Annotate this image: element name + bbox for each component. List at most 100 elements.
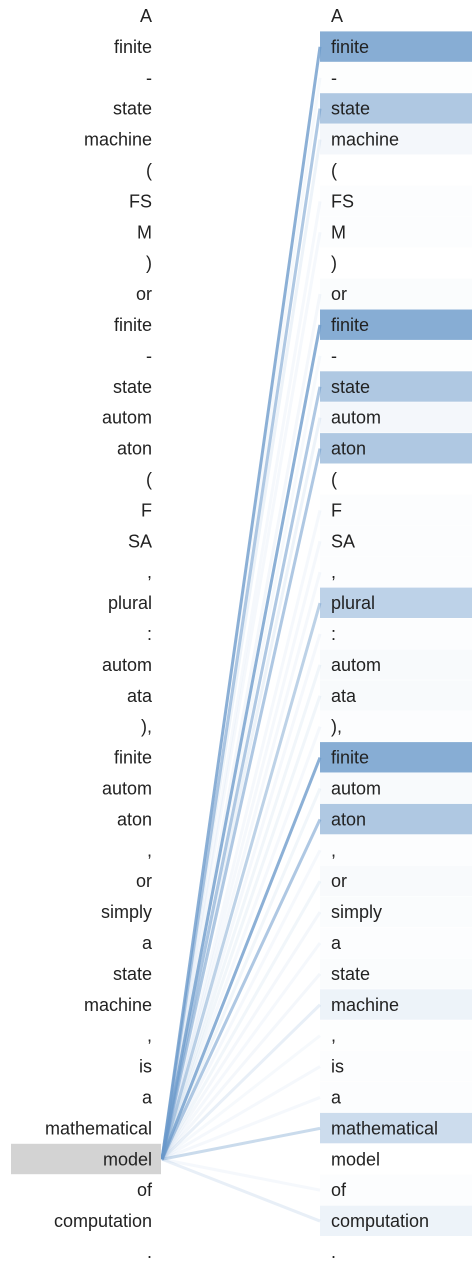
target-token[interactable]: autom: [331, 655, 381, 675]
target-token[interactable]: of: [331, 1180, 347, 1200]
source-token[interactable]: computation: [54, 1211, 152, 1231]
source-token[interactable]: simply: [101, 902, 152, 922]
source-token[interactable]: ,: [147, 562, 152, 582]
target-token[interactable]: ,: [331, 840, 336, 860]
target-token[interactable]: machine: [331, 995, 399, 1015]
source-token[interactable]: aton: [117, 439, 152, 459]
target-token[interactable]: state: [331, 964, 370, 984]
source-token[interactable]: ): [146, 253, 152, 273]
target-token[interactable]: autom: [331, 408, 381, 428]
source-token[interactable]: autom: [102, 408, 152, 428]
target-token[interactable]: FS: [331, 191, 354, 211]
attention-line: [160, 108, 322, 1160]
target-token[interactable]: ,: [331, 1026, 336, 1046]
target-token[interactable]: A: [331, 6, 343, 26]
attention-line: [161, 1126, 321, 1161]
source-token[interactable]: of: [137, 1180, 153, 1200]
target-token[interactable]: state: [331, 377, 370, 397]
attention-weight-box: [320, 557, 472, 587]
source-token[interactable]: :: [147, 624, 152, 644]
source-token[interactable]: F: [141, 500, 152, 520]
target-token[interactable]: a: [331, 1087, 342, 1107]
target-token[interactable]: aton: [331, 439, 366, 459]
attention-line: [160, 633, 322, 1160]
source-token[interactable]: is: [139, 1057, 152, 1077]
attention-line: [160, 386, 322, 1160]
attention-highlights: [320, 31, 472, 1236]
source-token[interactable]: finite: [114, 37, 152, 57]
target-token[interactable]: computation: [331, 1211, 429, 1231]
attention-weight-box: [320, 742, 472, 773]
source-token[interactable]: finite: [114, 748, 152, 768]
attention-weight-box: [320, 711, 472, 741]
source-token[interactable]: SA: [128, 531, 152, 551]
source-token[interactable]: M: [137, 222, 152, 242]
source-token[interactable]: finite: [114, 315, 152, 335]
source-token[interactable]: (: [146, 469, 152, 489]
target-token[interactable]: ata: [331, 686, 357, 706]
source-token[interactable]: -: [146, 68, 152, 88]
attention-weight-box: [320, 989, 472, 1020]
source-token[interactable]: or: [136, 284, 152, 304]
target-token[interactable]: F: [331, 500, 342, 520]
source-token[interactable]: ),: [141, 717, 152, 737]
source-token[interactable]: .: [147, 1242, 152, 1262]
source-token[interactable]: (: [146, 160, 152, 180]
target-token[interactable]: mathematical: [331, 1118, 438, 1138]
attention-weight-box: [320, 433, 472, 464]
target-token[interactable]: finite: [331, 37, 369, 57]
source-token[interactable]: model: [103, 1149, 152, 1169]
target-token[interactable]: .: [331, 1242, 336, 1262]
target-token[interactable]: autom: [331, 778, 381, 798]
target-token[interactable]: ,: [331, 562, 336, 582]
source-token[interactable]: state: [113, 377, 152, 397]
source-token[interactable]: ata: [127, 686, 153, 706]
attention-line: [160, 231, 322, 1160]
target-token[interactable]: a: [331, 933, 342, 953]
target-token[interactable]: plural: [331, 593, 375, 613]
source-token[interactable]: a: [142, 1087, 153, 1107]
source-token[interactable]: machine: [84, 130, 152, 150]
target-token[interactable]: machine: [331, 130, 399, 150]
attention-line: [160, 972, 322, 1161]
attention-lines: [160, 46, 322, 1223]
target-token[interactable]: -: [331, 346, 337, 366]
target-token[interactable]: ),: [331, 717, 342, 737]
attention-line: [160, 787, 322, 1160]
source-token[interactable]: plural: [108, 593, 152, 613]
source-token[interactable]: aton: [117, 809, 152, 829]
target-token[interactable]: SA: [331, 531, 355, 551]
target-token[interactable]: aton: [331, 809, 366, 829]
source-token[interactable]: autom: [102, 778, 152, 798]
target-token[interactable]: model: [331, 1149, 380, 1169]
source-token[interactable]: or: [136, 871, 152, 891]
target-token[interactable]: state: [331, 99, 370, 119]
target-token[interactable]: :: [331, 624, 336, 644]
target-token[interactable]: -: [331, 68, 337, 88]
source-token[interactable]: mathematical: [45, 1118, 152, 1138]
attention-weight-box: [320, 835, 472, 865]
target-token[interactable]: simply: [331, 902, 382, 922]
target-token[interactable]: or: [331, 871, 347, 891]
target-token[interactable]: is: [331, 1057, 344, 1077]
source-token[interactable]: ,: [147, 1026, 152, 1046]
target-token[interactable]: ): [331, 253, 337, 273]
source-token[interactable]: machine: [84, 995, 152, 1015]
target-token[interactable]: finite: [331, 315, 369, 335]
source-token[interactable]: A: [140, 6, 152, 26]
source-token[interactable]: state: [113, 99, 152, 119]
attention-weight-box: [320, 1112, 472, 1144]
source-token[interactable]: FS: [129, 191, 152, 211]
source-token[interactable]: state: [113, 964, 152, 984]
source-token[interactable]: -: [146, 346, 152, 366]
attention-line: [160, 540, 322, 1160]
target-token[interactable]: (: [331, 469, 337, 489]
attention-weight-box: [320, 619, 472, 649]
source-token[interactable]: a: [142, 933, 153, 953]
target-token[interactable]: finite: [331, 748, 369, 768]
target-token[interactable]: or: [331, 284, 347, 304]
source-token[interactable]: ,: [147, 840, 152, 860]
target-token[interactable]: M: [331, 222, 346, 242]
source-token[interactable]: autom: [102, 655, 152, 675]
target-token[interactable]: (: [331, 160, 337, 180]
